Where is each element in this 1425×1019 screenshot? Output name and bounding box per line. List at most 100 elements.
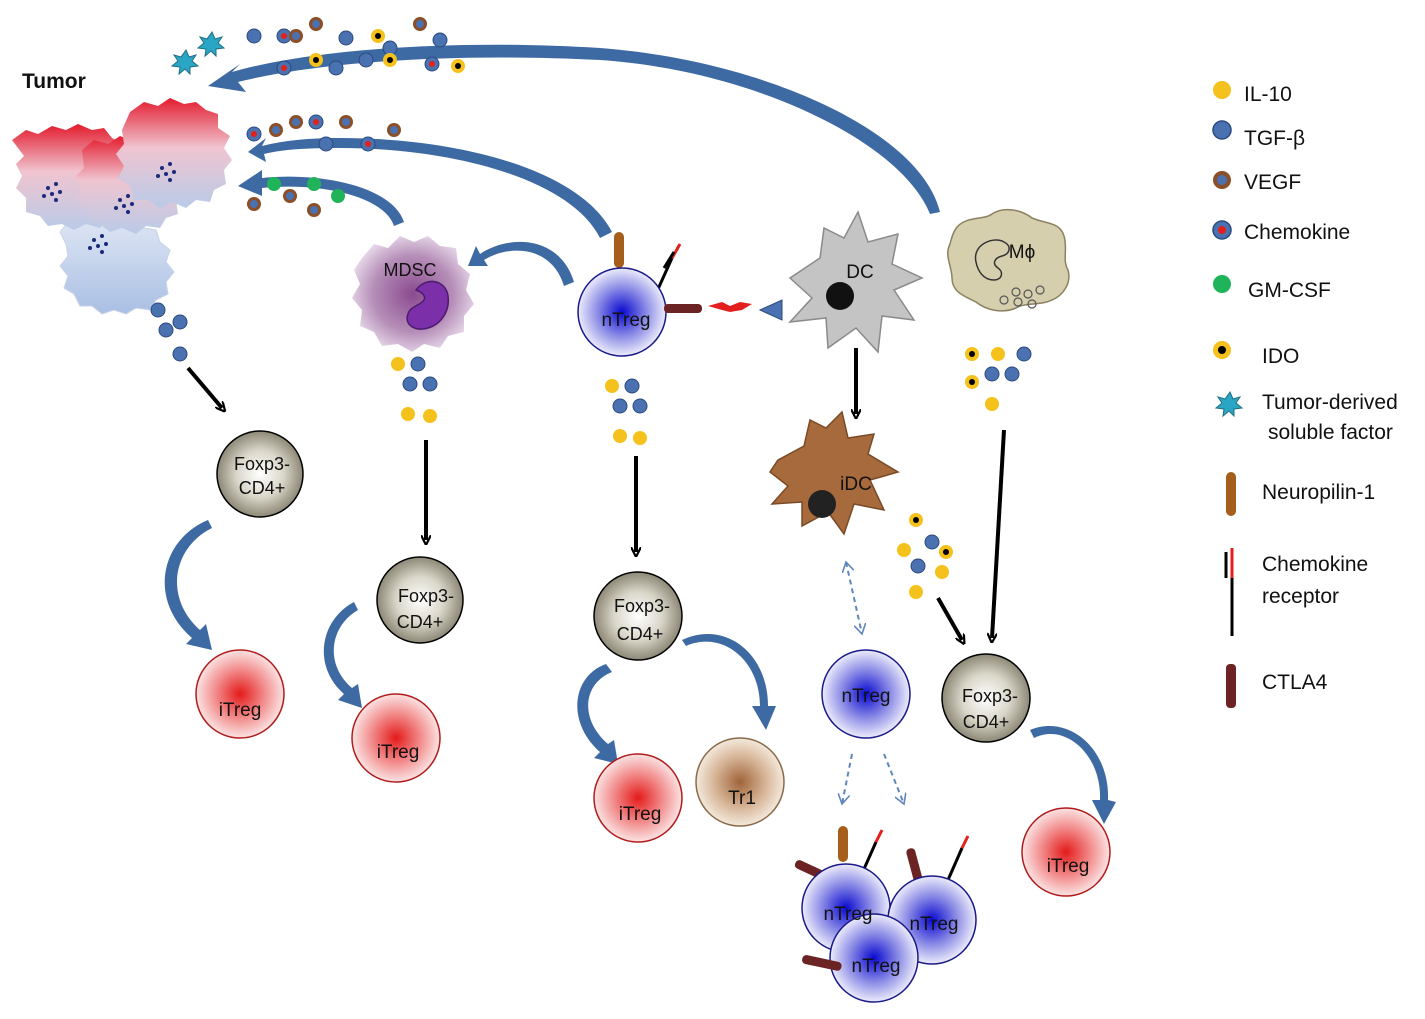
arrow-ntreg-to-mdsc bbox=[468, 241, 574, 286]
itreg-label: iTreg bbox=[1047, 856, 1090, 877]
itreg-label: iTreg bbox=[377, 742, 420, 763]
dc-cell: DC bbox=[788, 210, 924, 354]
legend-chemokine-label: Chemokine bbox=[1244, 221, 1350, 244]
dashed-arrow-ntreg-expand-left bbox=[842, 753, 853, 804]
foxp3-cd4-cell-col1: Foxp3- CD4+ bbox=[216, 430, 304, 518]
cytokines-idc bbox=[897, 513, 953, 599]
cd4-label: CD4+ bbox=[397, 612, 444, 632]
cytokine-dots-mdsc bbox=[247, 177, 345, 217]
legend-tgfb-label: TGF-β bbox=[1244, 127, 1305, 150]
mdsc-cell: MDSC bbox=[352, 236, 474, 352]
arrow-macrophage-to-tumor bbox=[208, 44, 940, 215]
tumor-factor-star bbox=[196, 30, 226, 58]
legend-neuropilin: Neuropilin-1 bbox=[1226, 472, 1375, 516]
idc-label: iDC bbox=[840, 474, 872, 495]
idc-cell: iDC bbox=[768, 410, 900, 536]
tumor-label: Tumor bbox=[22, 70, 86, 93]
legend-chemokine-receptor-label-1: Chemokine bbox=[1262, 553, 1368, 576]
arrow-foxp3-to-itreg-right bbox=[1030, 726, 1116, 824]
mdsc-nucleus bbox=[406, 280, 450, 330]
neuropilin-1-marker bbox=[838, 826, 848, 862]
arrow-tumor-to-foxp3 bbox=[186, 366, 222, 408]
cd4-label: CD4+ bbox=[963, 712, 1010, 732]
legend-ctla4: CTLA4 bbox=[1226, 664, 1328, 708]
ntreg-label: nTreg bbox=[602, 310, 651, 331]
foxp3-cd4-cell-col2: Foxp3- CD4+ bbox=[376, 556, 464, 644]
foxp3-label: Foxp3- bbox=[398, 586, 454, 606]
cytokine-dots-middle bbox=[246, 114, 401, 152]
legend-neuropilin-label: Neuropilin-1 bbox=[1262, 481, 1375, 504]
ctla4-ligand-interaction bbox=[708, 302, 752, 312]
foxp3-label: Foxp3- bbox=[614, 596, 670, 616]
tumor-cell-right bbox=[116, 98, 232, 208]
arrow-foxp3-to-itreg-col3 bbox=[577, 664, 618, 764]
legend-chemokine-receptor: Chemokine receptor bbox=[1224, 548, 1368, 636]
foxp3-cd4-cell-right: Foxp3- CD4+ bbox=[941, 653, 1031, 743]
tumor-granules bbox=[42, 162, 176, 254]
macrophage-nucleus bbox=[974, 239, 1010, 281]
arrow-ntreg-to-tumor bbox=[248, 138, 612, 238]
arrow-idc-to-foxp3 bbox=[936, 597, 962, 640]
legend: IL-10 TGF-β VEGF Chemokine GM-CSF IDO Tu… bbox=[1212, 81, 1398, 708]
tumor-soluble-factors bbox=[170, 30, 226, 76]
legend-ido-label: IDO bbox=[1262, 345, 1299, 368]
legend-il10: IL-10 bbox=[1213, 81, 1292, 106]
cd4-label: CD4+ bbox=[617, 624, 664, 644]
ntreg-label: nTreg bbox=[824, 904, 873, 925]
foxp3-cd4-cell-col3: Foxp3- CD4+ bbox=[593, 571, 683, 661]
dc-label: DC bbox=[846, 262, 873, 283]
arrow-foxp3-to-tr1 bbox=[682, 633, 776, 730]
dashed-arrow-ntreg-expand-right bbox=[883, 753, 904, 804]
legend-vegf-label: VEGF bbox=[1244, 171, 1301, 194]
tumor-cell-bottom bbox=[59, 217, 175, 315]
ntreg-label: nTreg bbox=[842, 686, 891, 707]
ntreg-label: nTreg bbox=[910, 914, 959, 935]
legend-tgfb: TGF-β bbox=[1212, 120, 1305, 150]
cytokine-dots-top bbox=[246, 17, 465, 76]
itreg-cell-right: iTreg bbox=[1021, 807, 1111, 897]
macrophage-cell: Mϕ bbox=[947, 208, 1070, 312]
tr1-cell: Tr1 bbox=[695, 737, 785, 827]
cd4-label: CD4+ bbox=[239, 478, 286, 498]
legend-il10-label: IL-10 bbox=[1244, 83, 1292, 106]
mdsc-label: MDSC bbox=[384, 260, 437, 280]
chemokine-receptor-marker bbox=[946, 847, 964, 881]
itreg-cell-col3: iTreg bbox=[593, 753, 683, 843]
legend-chemokine: Chemokine bbox=[1212, 220, 1350, 244]
cytokines-col3 bbox=[605, 378, 648, 445]
legend-tumor-factor-label-2: soluble factor bbox=[1268, 421, 1393, 444]
arrow-mdsc-to-tumor bbox=[238, 170, 404, 226]
foxp3-label: Foxp3- bbox=[962, 686, 1018, 706]
legend-tumor-factor: Tumor-derived soluble factor bbox=[1214, 390, 1398, 444]
ctla4-marker bbox=[906, 848, 923, 884]
tr1-label: Tr1 bbox=[728, 788, 756, 809]
tumor-factor-star bbox=[170, 48, 200, 76]
dashed-arrow-idc-ntreg bbox=[846, 562, 862, 634]
ctla4-marker bbox=[664, 304, 702, 313]
ctla4-marker bbox=[802, 955, 842, 971]
legend-gmcsf-label: GM-CSF bbox=[1248, 279, 1331, 302]
foxp3-label: Foxp3- bbox=[234, 454, 290, 474]
arrow-foxp3-to-itreg-col2 bbox=[323, 602, 362, 708]
legend-ctla4-label: CTLA4 bbox=[1262, 671, 1328, 694]
legend-gmcsf: GM-CSF bbox=[1213, 275, 1331, 302]
ntreg-label: nTreg bbox=[852, 956, 901, 977]
itreg-cell-col2: iTreg bbox=[351, 693, 441, 783]
macrophage-granules bbox=[999, 285, 1045, 309]
legend-ido: IDO bbox=[1213, 341, 1299, 368]
neuropilin-1-marker bbox=[614, 232, 624, 268]
itreg-label: iTreg bbox=[219, 700, 262, 721]
cytokines-macrophage bbox=[965, 346, 1032, 411]
arrow-foxp3-to-itreg-col1 bbox=[164, 520, 212, 650]
tgfb-dots-col1 bbox=[150, 302, 188, 362]
macrophage-label: Mϕ bbox=[1009, 242, 1035, 263]
legend-vegf: VEGF bbox=[1213, 171, 1301, 194]
tumor-factor-star-icon bbox=[1214, 390, 1244, 418]
dc-receptor-triangle bbox=[758, 299, 783, 321]
tumor-cluster: Tumor bbox=[12, 70, 232, 315]
ntreg-cell-middle: nTreg bbox=[821, 649, 911, 739]
cytokines-col2 bbox=[391, 356, 438, 423]
arrow-macrophage-to-foxp3 bbox=[992, 429, 1006, 638]
itreg-label: iTreg bbox=[619, 804, 662, 825]
